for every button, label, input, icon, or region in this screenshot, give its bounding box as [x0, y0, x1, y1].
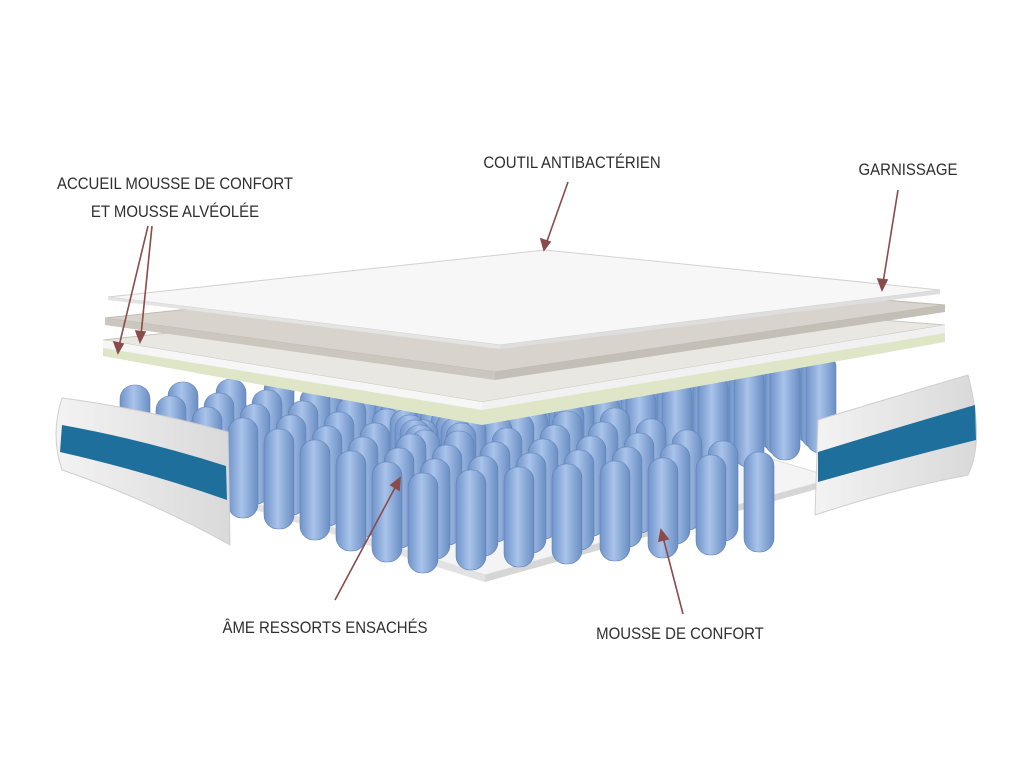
- arrowhead-comfort-2: [134, 330, 147, 345]
- arrow-comfort-2: [140, 225, 153, 336]
- spring-coil: [769, 359, 801, 461]
- arrows: [112, 181, 899, 615]
- spring-coil: [371, 461, 403, 563]
- arrow-ticking: [545, 181, 569, 245]
- arrow-springs: [334, 483, 398, 601]
- label-comfort-top-line1: ACCUEIL MOUSSE DE CONFORT: [56, 174, 294, 193]
- spring-coil: [299, 439, 331, 541]
- spring-coil: [647, 457, 679, 559]
- spring-coil: [599, 460, 631, 562]
- arrowhead-springs: [389, 476, 401, 492]
- spring-coil: [695, 454, 727, 556]
- spring-coil: [407, 472, 439, 574]
- spring-coil: [455, 469, 487, 571]
- label-pocket-springs: ÂME RESSORTS ENSACHÉS: [222, 618, 428, 637]
- label-padding: GARNISSAGE: [858, 160, 958, 179]
- arrowhead-padding: [876, 278, 889, 293]
- spring-coil: [503, 466, 535, 568]
- spring-coil: [227, 417, 259, 519]
- spring-coil: [263, 428, 295, 530]
- arrow-padding: [882, 189, 899, 284]
- spring-coil: [335, 450, 367, 552]
- spring-coil: [743, 451, 775, 553]
- label-ticking: COUTIL ANTIBACTÉRIEN: [483, 153, 661, 172]
- arrow-comfort-foam: [662, 536, 684, 615]
- label-comfort-top-line2: ET MOUSSE ALVÉOLÉE: [90, 202, 260, 221]
- arrowhead-ticking: [539, 237, 552, 252]
- spring-coil: [551, 463, 583, 565]
- left-side-panel: [55, 397, 231, 546]
- label-comfort-foam: MOUSSE DE CONFORT: [596, 624, 764, 643]
- arrowhead-comfort-1: [112, 340, 125, 355]
- arrow-comfort-1: [118, 225, 149, 347]
- ticking-layer: [107, 249, 941, 349]
- arrowhead-comfort-foam: [657, 528, 670, 543]
- right-side-panel: [814, 374, 977, 516]
